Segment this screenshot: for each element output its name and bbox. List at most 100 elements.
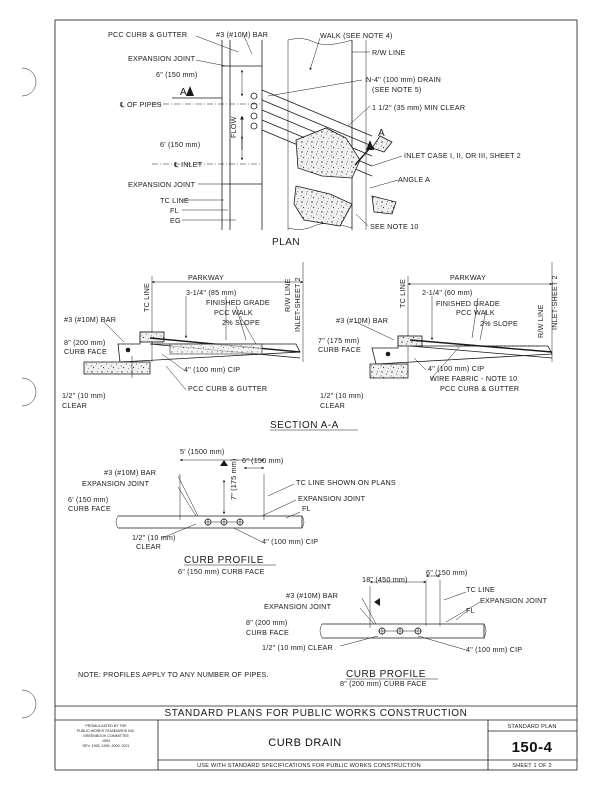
rw-line-label: R/W LINE — [536, 304, 545, 338]
fl-label: FL — [302, 504, 311, 513]
curb-face-dim-label: 8" (200 mm) — [64, 338, 106, 347]
parkway-label: PARKWAY — [450, 273, 486, 282]
pcc-curb-gutter-label: PCC CURB & GUTTER — [108, 30, 187, 39]
expansion-joint-label: EXPANSION JOINT — [128, 180, 196, 189]
curb-face-label: CURB FACE — [318, 345, 361, 354]
expansion-joint-label: EXPANSION JOINT — [264, 602, 332, 611]
sheet-number: SHEET 1 OF 2 — [512, 763, 552, 769]
cip-label: 4" (100 mm) CIP — [466, 645, 522, 654]
binder-hole — [21, 689, 37, 719]
section-title: SECTION A-A — [270, 420, 339, 431]
drawing-title: CURB DRAIN — [268, 737, 341, 749]
pcc-curb-gutter-label: PCC CURB & GUTTER — [188, 384, 267, 393]
title-block: STANDARD PLANS FOR PUBLIC WORKS CONSTRUC… — [55, 705, 577, 770]
plan-view: PCC CURB & GUTTER #3 (#10M) BAR WALK (SE… — [108, 30, 521, 248]
promulgated-line: PUBLIC WORKS STANDARDS INC. — [77, 729, 136, 733]
curb-face-label: CURB FACE — [64, 347, 107, 356]
dim-six-inch-label: 6" (150 mm) — [156, 70, 198, 79]
slope-label: 2% SLOPE — [480, 319, 518, 328]
drain-label: N-4" (100 mm) DRAIN — [366, 75, 441, 84]
curb-profile-subtitle: 6" (150 mm) CURB FACE — [178, 567, 265, 576]
bar-label: #3 (#10M) BAR — [104, 468, 156, 477]
curb-profile-6in: 5' (1500 mm) 6" (150 mm) #3 (#10M) BAR E… — [68, 447, 396, 576]
walk-label: WALK (SEE NOTE 4) — [320, 31, 393, 40]
finished-grade-label: FINISHED GRADE — [436, 299, 500, 308]
promulgated-line: 1994 — [102, 739, 110, 743]
dim-6in-label: 6" (150 mm) — [426, 568, 468, 577]
expansion-joint-label: EXPANSION JOINT — [480, 596, 548, 605]
curb-profile-title: CURB PROFILE — [346, 669, 426, 680]
tc-line-shown-label: TC LINE SHOWN ON PLANS — [296, 478, 396, 487]
curb-face-label: CURB FACE — [246, 628, 289, 637]
clear-label: CLEAR — [136, 542, 161, 551]
dim-7in-label: 7" (175 mm) — [229, 459, 238, 501]
slope-label: 2% SLOPE — [222, 318, 260, 327]
bar-label: #3 (#10M) BAR — [64, 315, 116, 324]
profiles-note: NOTE: PROFILES APPLY TO ANY NUMBER OF PI… — [78, 670, 269, 679]
curb-face-dim-label: 6' (150 mm) — [68, 495, 108, 504]
title-header: STANDARD PLANS FOR PUBLIC WORKS CONSTRUC… — [165, 708, 468, 719]
cl-pipes-label: ℄ OF PIPES — [119, 100, 162, 109]
rw-line-label: R/W LINE — [283, 278, 292, 312]
see-note-10-label: SEE NOTE 10 — [370, 222, 419, 231]
rw-line-label: R/W LINE — [372, 48, 406, 57]
plan-number: 150-4 — [512, 739, 553, 756]
clear-label: CLEAR — [62, 401, 87, 410]
inlet-sheet-label: INLET-SHEET 2 — [293, 277, 302, 332]
curb-profile-title: CURB PROFILE — [184, 555, 264, 566]
plan-title: PLAN — [272, 237, 300, 248]
curb-face-label: CURB FACE — [68, 504, 111, 513]
inlet-case-label: INLET CASE I, II, OR III, SHEET 2 — [404, 151, 521, 160]
curb-profile-8in: 18" (450 mm) 6" (150 mm) #3 (#10M) BAR E… — [246, 568, 548, 688]
clear-label: 1/2" (10 mm) CLEAR — [262, 643, 333, 652]
expansion-joint-label: EXPANSION JOINT — [298, 494, 366, 503]
expansion-joint-label: EXPANSION JOINT — [82, 479, 150, 488]
pcc-walk-label: PCC WALK — [214, 308, 253, 317]
pcc-walk-label: PCC WALK — [456, 308, 495, 317]
dim-18in-label: 18" (450 mm) — [362, 575, 408, 584]
flow-label: FLOW — [229, 116, 238, 138]
tc-line-label: TC LINE — [466, 585, 495, 594]
promulgated-line: REV. 1995, 1999, 2009, 2021 — [82, 744, 129, 748]
dim-top-label: 3-1/4" (85 mm) — [186, 288, 236, 297]
sheet-border — [54, 19, 578, 771]
bar-label: #3 (#10M) BAR — [216, 30, 268, 39]
parkway-label: PARKWAY — [188, 273, 224, 282]
drain-note-label: (SEE NOTE 5) — [372, 85, 422, 94]
bar-label: #3 (#10M) BAR — [336, 316, 388, 325]
curb-profile-subtitle: 8" (200 mm) CURB FACE — [340, 679, 427, 688]
cl-inlet-label: ℄ INLET — [173, 160, 203, 169]
standard-plan-label: STANDARD PLAN — [507, 724, 556, 730]
tc-line-label: TC LINE — [398, 279, 407, 308]
pcc-curb-gutter-label: PCC CURB & GUTTER — [440, 384, 519, 393]
section-right: TC LINE PARKWAY INLET-SHEET 2 R/W LINE 2… — [318, 262, 559, 410]
promulgated-line: PROMULGATED BY THE — [85, 724, 127, 728]
bar-label: #3 (#10M) BAR — [286, 591, 338, 600]
cip-label: 4" (100 mm) CIP — [184, 365, 240, 374]
tc-line-label: TC LINE — [142, 283, 151, 312]
expansion-joint-label: EXPANSION JOINT — [128, 54, 196, 63]
cip-label: 4" (100 mm) CIP — [262, 537, 318, 546]
binder-hole — [21, 67, 37, 97]
dim-top-label: 2-1/4" (60 mm) — [422, 288, 472, 297]
eg-label: EG — [170, 216, 181, 225]
cip-label: 4" (100 mm) CIP — [428, 364, 484, 373]
min-clear-label: 1 1/2" (35 mm) MIN CLEAR — [372, 103, 465, 112]
clear-dim-label: 1/2" (10 mm) — [132, 533, 176, 542]
promulgated-line: GREENBOOK COMMITTEE — [83, 734, 129, 738]
wire-fabric-label: WIRE FABRIC - NOTE 10 — [430, 374, 517, 383]
fl-label: FL — [170, 206, 179, 215]
dim-5ft-label: 5' (1500 mm) — [180, 447, 225, 456]
binder-hole — [21, 377, 37, 407]
tc-line-label: TC LINE — [160, 196, 189, 205]
section-marker-a: A — [378, 128, 385, 139]
inlet-sheet-label: INLET-SHEET 2 — [550, 275, 559, 330]
clear-dim-label: 1/2" (10 mm) — [320, 391, 364, 400]
dim-six-inch-label: 6' (150 mm) — [160, 140, 200, 149]
section-left: TC LINE PARKWAY INLET-SHEET 2 R/W LINE 3… — [62, 262, 304, 410]
title-footer: USE WITH STANDARD SPECIFICATIONS FOR PUB… — [197, 763, 421, 769]
fl-label: FL — [466, 606, 475, 615]
clear-label: CLEAR — [320, 401, 345, 410]
